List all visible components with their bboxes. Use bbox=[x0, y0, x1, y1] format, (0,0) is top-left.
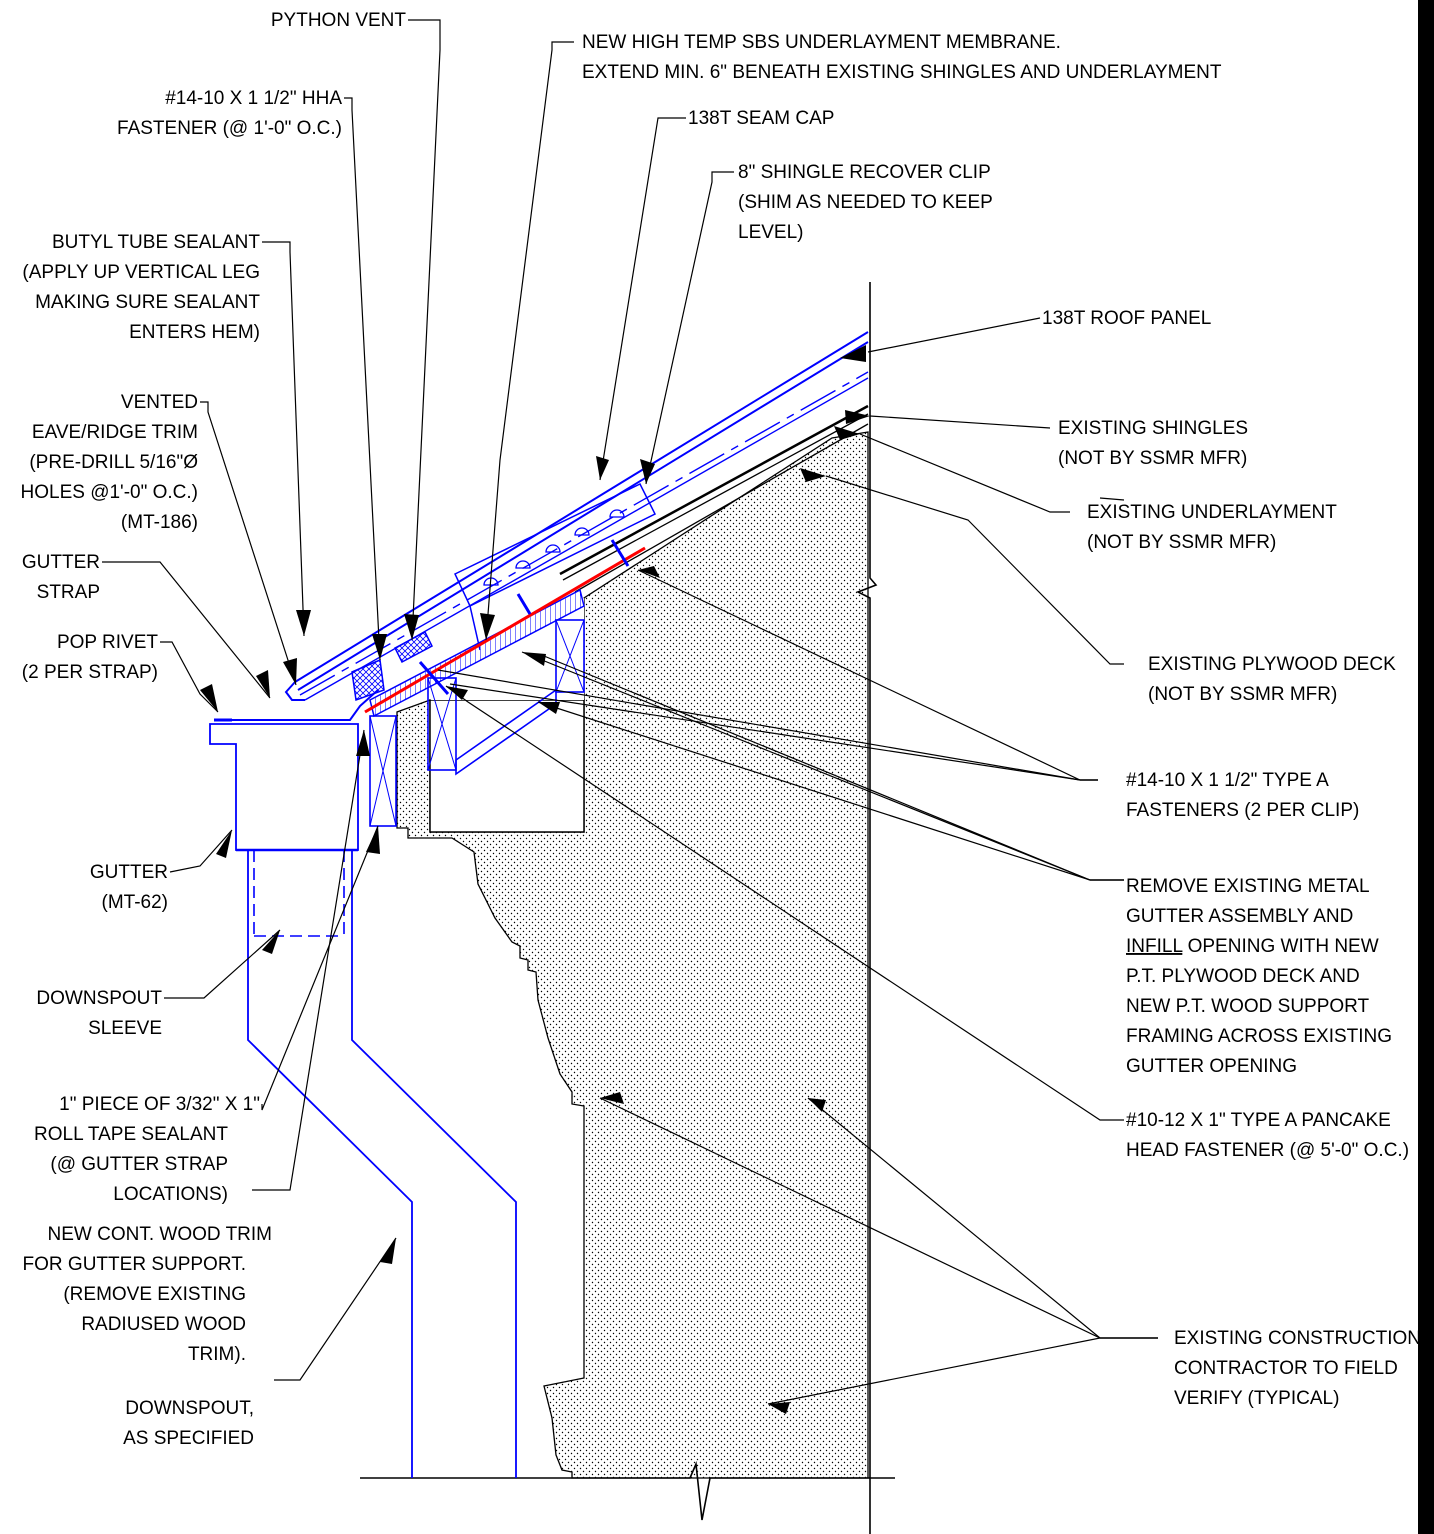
label-shingles-line2: (NOT BY SSMR MFR) bbox=[1058, 448, 1247, 469]
label-pancake-line1: #10-12 X 1" TYPE A PANCAKE bbox=[1126, 1110, 1391, 1131]
label-tape-line3: (@ GUTTER STRAP bbox=[50, 1154, 228, 1175]
label-vented-line1: VENTED bbox=[121, 392, 198, 413]
leader-arrowheads bbox=[200, 345, 870, 1414]
label-underlay-line2: (NOT BY SSMR MFR) bbox=[1087, 532, 1276, 553]
label-remove-line3-rest: OPENING WITH NEW bbox=[1182, 936, 1378, 957]
label-hha-line2: FASTENER (@ 1'-0" O.C.) bbox=[117, 118, 342, 139]
label-tape-line1: 1" PIECE OF 3/32" X 1" bbox=[59, 1094, 260, 1115]
label-downspout-line1: DOWNSPOUT, bbox=[125, 1398, 254, 1419]
label-tape-line2: ROLL TAPE SEALANT bbox=[34, 1124, 228, 1145]
wall-face-break-line bbox=[856, 282, 878, 1534]
label-membrane-line1: NEW HIGH TEMP SBS UNDERLAYMENT MEMBRANE. bbox=[582, 32, 1061, 53]
label-clip-line1: 8" SHINGLE RECOVER CLIP bbox=[738, 162, 991, 183]
label-remove-line6: FRAMING ACROSS EXISTING bbox=[1126, 1026, 1392, 1047]
label-trim-line1: NEW CONT. WOOD TRIM bbox=[48, 1224, 272, 1245]
vented-eave-trim bbox=[351, 630, 433, 702]
label-clip-line3: LEVEL) bbox=[738, 222, 803, 243]
label-butyl-line4: ENTERS HEM) bbox=[129, 322, 260, 343]
label-membrane-line2: EXTEND MIN. 6" BENEATH EXISTING SHINGLES… bbox=[582, 62, 1222, 83]
gutter-strap-shape bbox=[216, 689, 379, 721]
label-shingles-line1: EXISTING SHINGLES bbox=[1058, 418, 1248, 439]
existing-construction bbox=[396, 431, 869, 1479]
label-downspout-line2: AS SPECIFIED bbox=[123, 1428, 254, 1449]
label-existing-line3: VERIFY (TYPICAL) bbox=[1174, 1388, 1339, 1409]
label-remove-line3: INFILL OPENING WITH NEW bbox=[1126, 936, 1379, 957]
label-butyl-line2: (APPLY UP VERTICAL LEG bbox=[22, 262, 260, 283]
existing-shingles bbox=[559, 404, 869, 576]
downspout-sleeve-shape bbox=[253, 850, 345, 937]
seam-cap bbox=[454, 483, 657, 651]
label-plywood-line1: EXISTING PLYWOOD DECK bbox=[1148, 654, 1396, 675]
label-trim-line4: RADIUSED WOOD bbox=[81, 1314, 246, 1335]
label-existing-line1: EXISTING CONSTRUCTION bbox=[1174, 1328, 1421, 1349]
roof-panel bbox=[284, 331, 869, 701]
label-remove-line1: REMOVE EXISTING METAL bbox=[1126, 876, 1370, 897]
label-sleeve-line1: DOWNSPOUT bbox=[36, 988, 162, 1009]
label-pop-rivet-line2: (2 PER STRAP) bbox=[22, 662, 158, 683]
label-gutter-strap-line1: GUTTER bbox=[22, 552, 100, 573]
label-underlay-line1: EXISTING UNDERLAYMENT bbox=[1087, 502, 1337, 523]
label-roof-panel: 138T ROOF PANEL bbox=[1042, 308, 1211, 329]
label-existing-line2: CONTRACTOR TO FIELD bbox=[1174, 1358, 1398, 1379]
label-vented-line2: EAVE/RIDGE TRIM bbox=[32, 422, 198, 443]
label-remove-line4: P.T. PLYWOOD DECK AND bbox=[1126, 966, 1360, 987]
label-remove-line5: NEW P.T. WOOD SUPPORT bbox=[1126, 996, 1370, 1017]
existing-plywood-deck bbox=[574, 423, 869, 593]
sheet-border-overlay bbox=[1418, 0, 1434, 1534]
label-vented-line5: (MT-186) bbox=[121, 512, 198, 533]
gutter-opening bbox=[429, 699, 585, 833]
label-pop-rivet-line1: POP RIVET bbox=[57, 632, 158, 653]
label-trim-line5: TRIM). bbox=[188, 1344, 246, 1365]
label-pancake-line2: HEAD FASTENER (@ 5'-0" O.C.) bbox=[1126, 1140, 1409, 1161]
sbs-underlayment-membrane bbox=[364, 546, 646, 714]
label-clip-line2: (SHIM AS NEEDED TO KEEP bbox=[738, 192, 993, 213]
label-remove-line2: GUTTER ASSEMBLY AND bbox=[1126, 906, 1353, 927]
label-gutter-line2: (MT-62) bbox=[102, 892, 169, 913]
label-trim-line2: FOR GUTTER SUPPORT. bbox=[23, 1254, 246, 1275]
label-hha-line1: #14-10 X 1 1/2" HHA bbox=[165, 88, 342, 109]
label-vented-line4: HOLES @1'-0" O.C.) bbox=[21, 482, 198, 503]
clip-fasteners bbox=[418, 539, 630, 695]
existing-underlayment bbox=[562, 413, 869, 581]
label-gutter-strap-line2: STRAP bbox=[37, 582, 100, 603]
label-vented-line3: (PRE-DRILL 5/16"Ø bbox=[29, 452, 198, 473]
label-butyl-line1: BUTYL TUBE SEALANT bbox=[52, 232, 260, 253]
callout-labels: PYTHON VENT NEW HIGH TEMP SBS UNDERLAYME… bbox=[21, 10, 1422, 1449]
label-python-vent: PYTHON VENT bbox=[271, 10, 407, 31]
label-type-a-line2: FASTENERS (2 PER CLIP) bbox=[1126, 800, 1359, 821]
label-type-a-line1: #14-10 X 1 1/2" TYPE A bbox=[1126, 770, 1329, 791]
downspout-shape bbox=[247, 850, 517, 1478]
label-remove-line7: GUTTER OPENING bbox=[1126, 1056, 1297, 1077]
label-tape-line4: LOCATIONS) bbox=[113, 1184, 228, 1205]
label-trim-line3: (REMOVE EXISTING bbox=[63, 1284, 246, 1305]
label-seam-cap: 138T SEAM CAP bbox=[688, 108, 834, 129]
label-remove-infill: INFILL bbox=[1126, 936, 1182, 957]
label-gutter-line1: GUTTER bbox=[90, 862, 168, 883]
wood-framing bbox=[369, 619, 585, 827]
label-sleeve-line2: SLEEVE bbox=[88, 1018, 162, 1039]
label-butyl-line3: MAKING SURE SEALANT bbox=[35, 292, 260, 313]
label-plywood-line2: (NOT BY SSMR MFR) bbox=[1148, 684, 1337, 705]
base-break-line bbox=[360, 1460, 895, 1521]
